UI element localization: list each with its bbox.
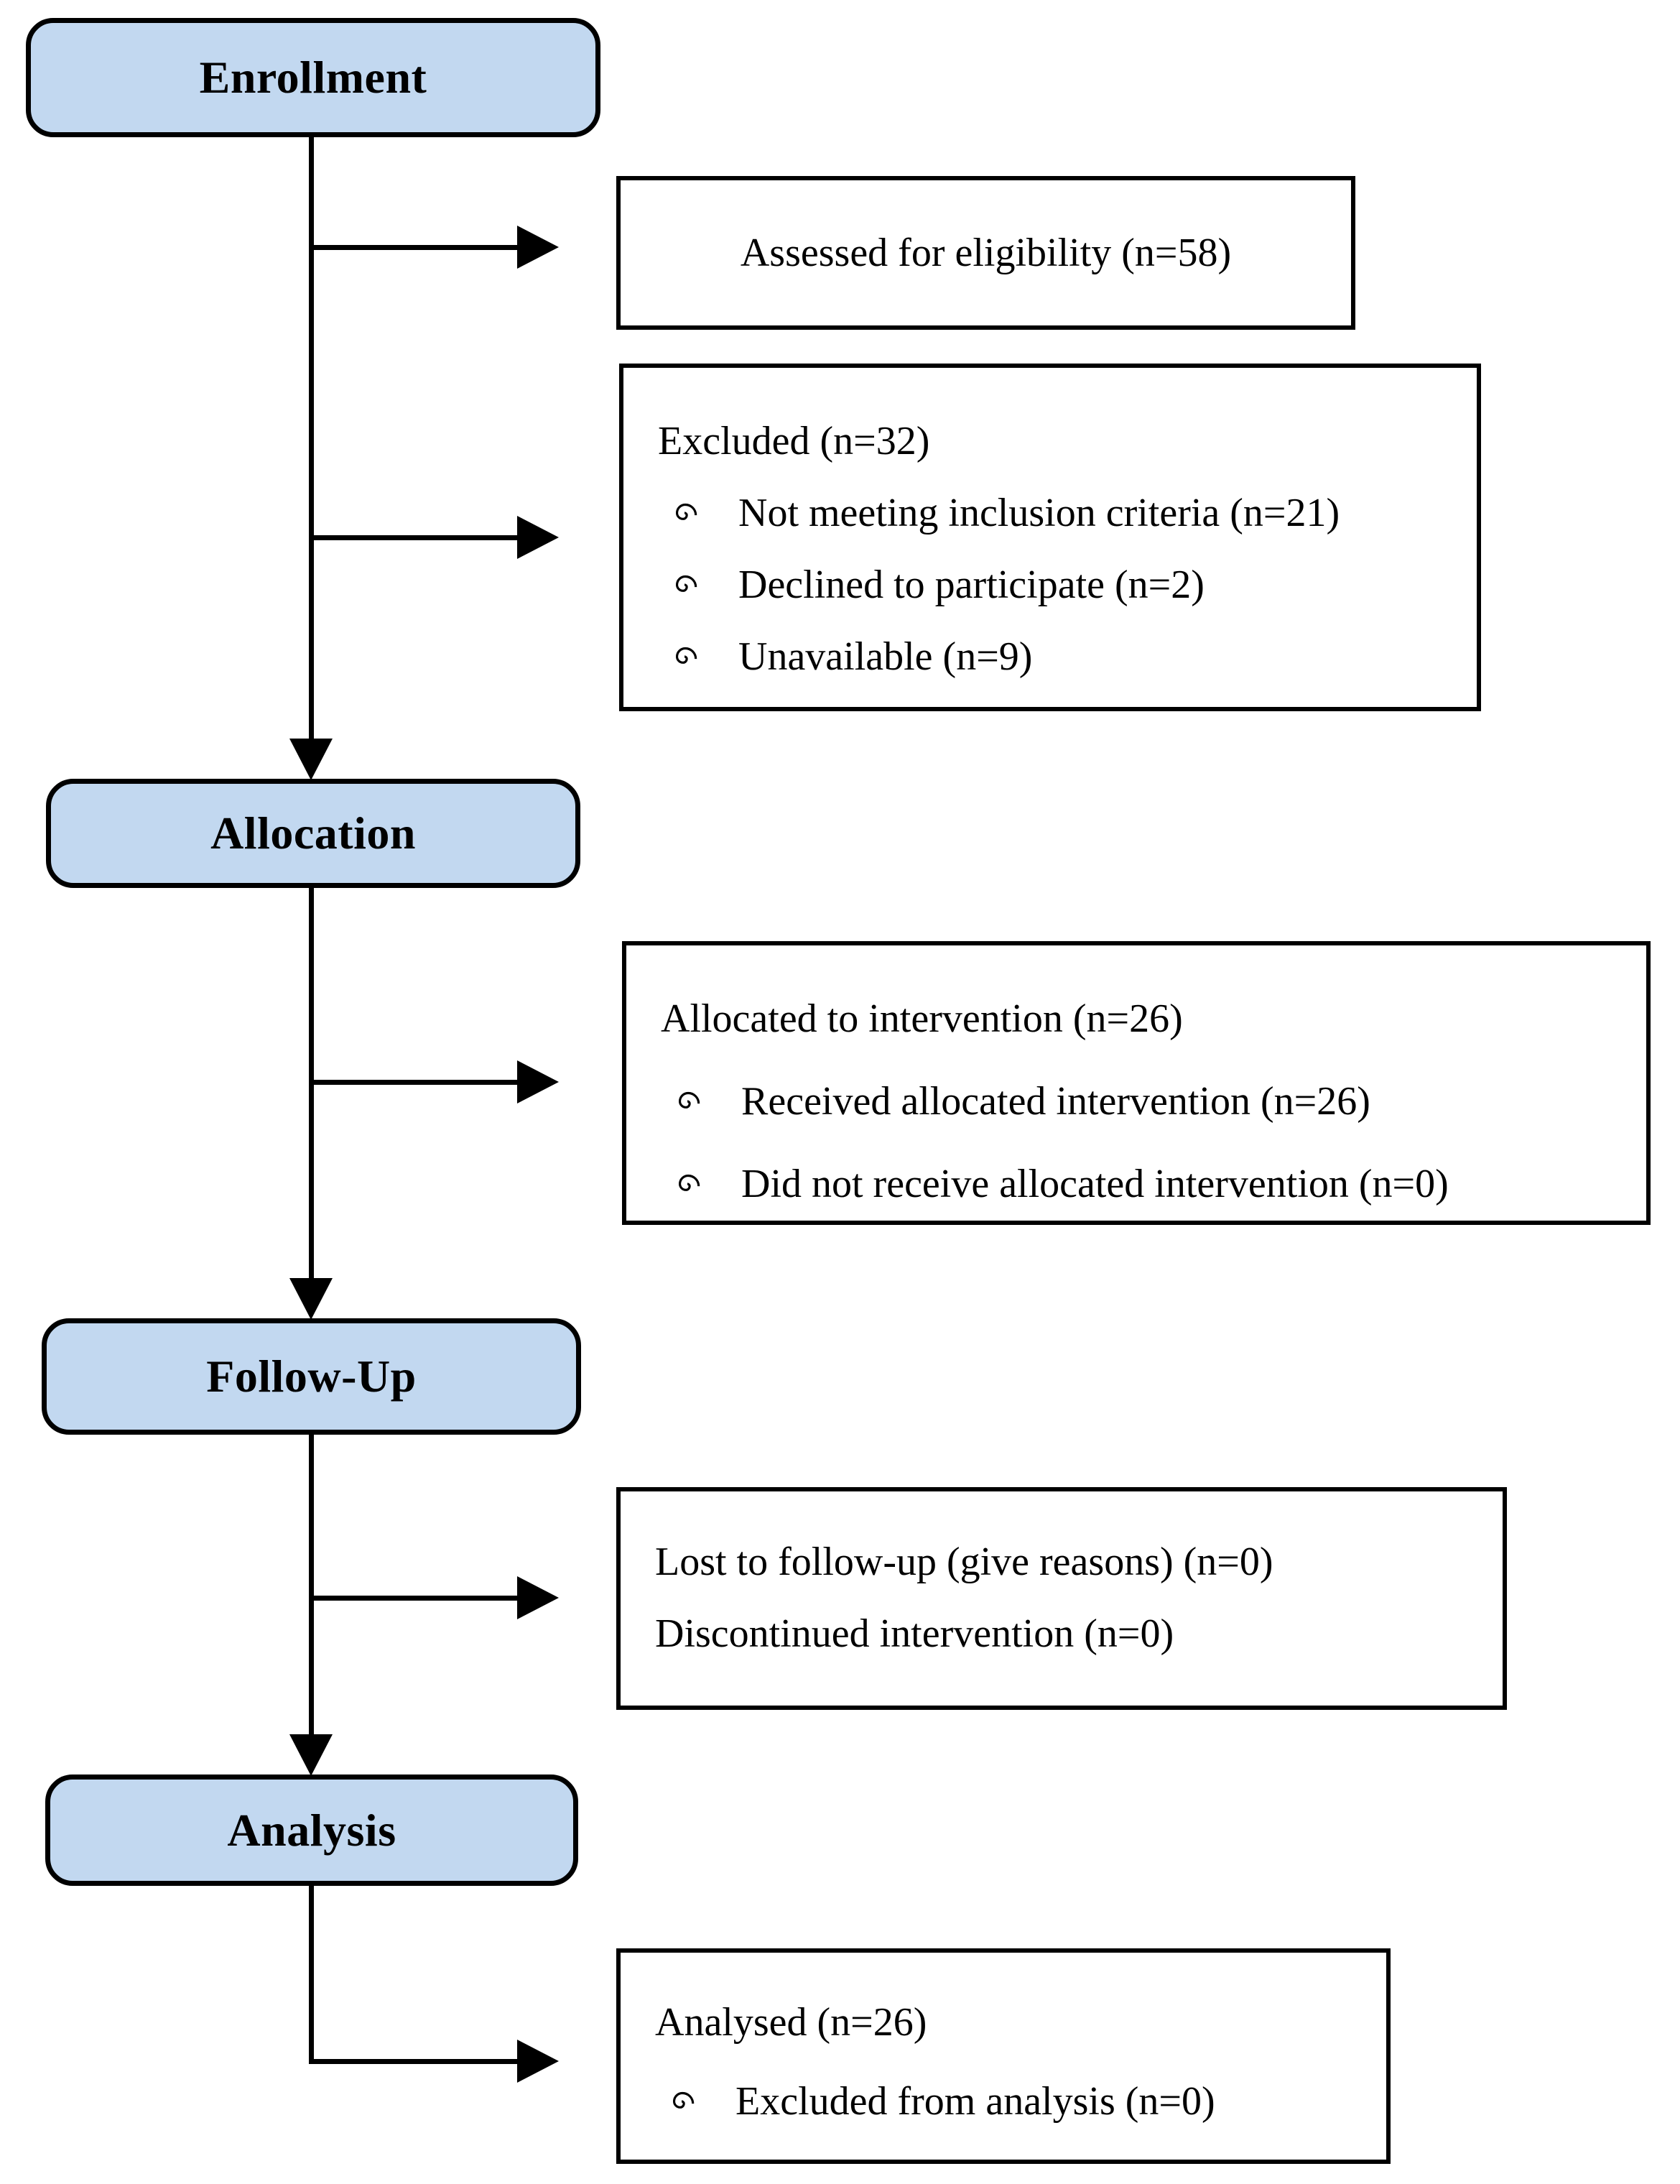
- list-item-label: Excluded from analysis (n=0): [735, 2079, 1215, 2124]
- spiral-bullet-icon: [665, 2085, 698, 2118]
- arrowhead-down-allocation-icon: [289, 739, 333, 780]
- analysed-title: Analysed (n=26): [655, 2000, 927, 2045]
- spiral-bullet-icon: [668, 640, 701, 673]
- list-item-label: Received allocated intervention (n=26): [741, 1078, 1370, 1124]
- arrowhead-right-allocated-icon: [517, 1060, 559, 1103]
- branch-line-lost: [309, 1596, 519, 1601]
- list-item: Declined to participate (n=2): [658, 549, 1462, 621]
- list-item: Not meeting inclusion criteria (n=21): [658, 477, 1462, 549]
- spiral-bullet-icon: [668, 568, 701, 601]
- excluded-box: Excluded (n=32) Not meeting inclusion cr…: [619, 364, 1481, 711]
- stage-box-followup: Follow-Up: [42, 1318, 581, 1435]
- arrowhead-right-assessed-icon: [517, 226, 559, 269]
- list-item-label: Not meeting inclusion criteria (n=21): [738, 491, 1340, 535]
- lost-to-followup-box: Lost to follow-up (give reasons) (n=0) D…: [616, 1487, 1507, 1710]
- branch-line-assessed: [309, 245, 519, 250]
- lost-line: Lost to follow-up (give reasons) (n=0): [655, 1540, 1273, 1584]
- list-item: Did not receive allocated intervention (…: [661, 1142, 1632, 1225]
- spiral-bullet-icon: [671, 1167, 704, 1200]
- discontinued-line: Discontinued intervention (n=0): [655, 1611, 1174, 1656]
- spine-line-analysis-to-analysed: [309, 1886, 314, 2064]
- allocated-box: Allocated to intervention (n=26) Receive…: [622, 941, 1651, 1225]
- analysed-box: Analysed (n=26) Excluded from analysis (…: [616, 1948, 1391, 2164]
- excluded-title: Excluded (n=32): [658, 419, 930, 463]
- list-item-label: Declined to participate (n=2): [738, 563, 1205, 607]
- arrowhead-down-followup-icon: [289, 1278, 333, 1320]
- list-item: Received allocated intervention (n=26): [661, 1060, 1632, 1142]
- list-item-label: Unavailable (n=9): [738, 634, 1033, 679]
- list-item-label: Did not receive allocated intervention (…: [741, 1161, 1449, 1206]
- stage-box-enrollment: Enrollment: [26, 18, 600, 137]
- stage-label-followup: Follow-Up: [206, 1351, 417, 1402]
- stage-label-allocation: Allocation: [210, 808, 416, 859]
- list-item: Excluded from analysis (n=0): [655, 2062, 1372, 2141]
- branch-line-analysed: [309, 2059, 519, 2064]
- arrowhead-right-excluded-icon: [517, 516, 559, 559]
- stage-box-analysis: Analysis: [45, 1774, 578, 1886]
- stage-box-allocation: Allocation: [46, 779, 580, 888]
- arrowhead-down-analysis-icon: [289, 1734, 333, 1776]
- allocated-title: Allocated to intervention (n=26): [661, 996, 1183, 1041]
- spine-line-enrollment-to-allocation: [309, 136, 314, 741]
- stage-label-analysis: Analysis: [227, 1804, 396, 1856]
- assessed-box: Assessed for eligibility (n=58): [616, 176, 1355, 330]
- stage-label-enrollment: Enrollment: [199, 52, 427, 103]
- list-item: Unavailable (n=9): [658, 621, 1462, 693]
- arrowhead-right-analysed-icon: [517, 2040, 559, 2083]
- branch-line-excluded: [309, 535, 519, 540]
- arrowhead-right-lost-icon: [517, 1576, 559, 1619]
- assessed-title: Assessed for eligibility (n=58): [740, 231, 1232, 275]
- spiral-bullet-icon: [671, 1085, 704, 1118]
- spiral-bullet-icon: [668, 496, 701, 529]
- spine-line-followup-to-analysis: [309, 1435, 314, 1737]
- branch-line-allocated: [309, 1080, 519, 1085]
